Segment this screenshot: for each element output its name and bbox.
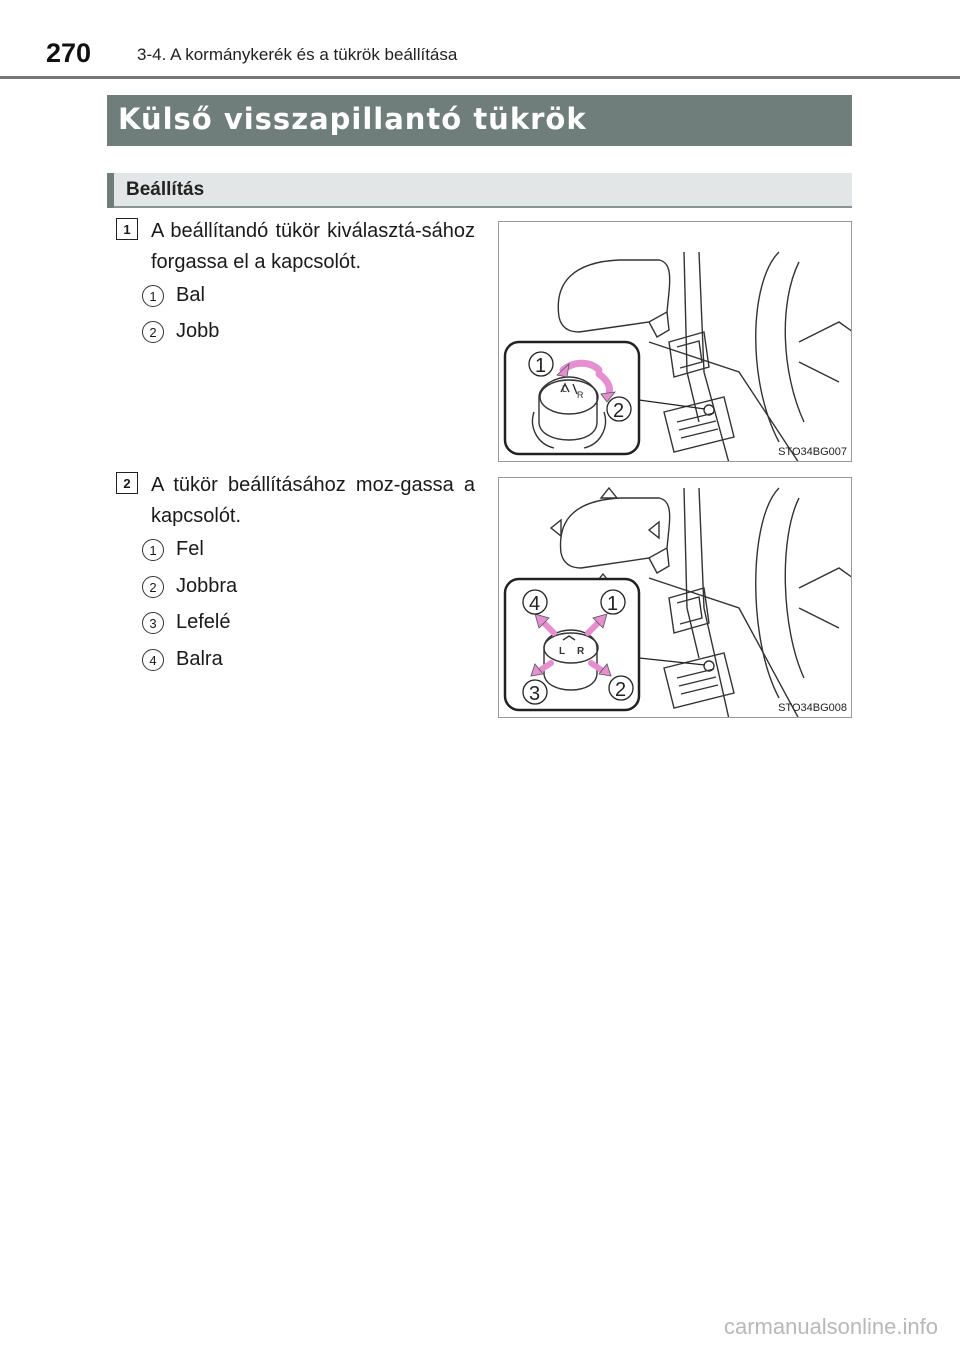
svg-text:2: 2	[613, 400, 624, 422]
figure-code: STO34BG007	[778, 446, 847, 458]
item-number-circle: 2	[142, 576, 164, 598]
svg-text:L: L	[562, 384, 567, 394]
item-number-circle: 3	[142, 612, 164, 634]
item-label: Balra	[176, 648, 223, 670]
svg-text:2: 2	[615, 679, 626, 701]
svg-text:3: 3	[529, 683, 540, 705]
svg-text:R: R	[577, 390, 584, 400]
step-1-badge: 1	[116, 218, 138, 240]
item-label: Bal	[176, 284, 205, 306]
header-rule	[0, 76, 960, 79]
mirror-select-illustration: L R 1 2	[503, 251, 851, 461]
svg-text:R: R	[577, 646, 585, 657]
item-number-circle: 2	[142, 321, 164, 343]
item-number-circle: 4	[142, 649, 164, 671]
subheading: Beállítás	[107, 173, 852, 208]
page-number: 270	[46, 38, 92, 68]
step-2-badge: 2	[116, 472, 138, 494]
svg-text:4: 4	[529, 593, 540, 615]
svg-text:L: L	[559, 646, 565, 657]
page-title: Külső visszapillantó tükrök	[118, 102, 587, 136]
step-1-text: A beállítandó tükör kiválasztá-sához for…	[151, 220, 475, 273]
item-label: Fel	[176, 538, 204, 560]
mirror-adjust-illustration: L R 4 1 3 2	[503, 486, 851, 717]
item-number-circle: 1	[142, 539, 164, 561]
item-number-circle: 1	[142, 285, 164, 307]
svg-text:1: 1	[535, 355, 546, 377]
figure-code: STO34BG008	[778, 702, 847, 714]
figure-mirror-adjust: L R 4 1 3 2 STO34BG008	[498, 477, 852, 718]
item-label: Jobb	[176, 320, 220, 342]
subheading-label: Beállítás	[126, 179, 205, 200]
title-bar: Külső visszapillantó tükrök	[107, 95, 852, 146]
watermark-link[interactable]: carmanualsonline.info	[723, 1314, 938, 1339]
item-label: Lefelé	[176, 611, 231, 633]
item-label: Jobbra	[176, 575, 238, 597]
section-title: 3-4. A kormánykerék és a tükrök beállítá…	[137, 45, 458, 64]
figure-mirror-select: L R 1 2 STO34BG007	[498, 221, 852, 462]
subheading-accent	[107, 173, 114, 208]
svg-text:1: 1	[607, 593, 618, 615]
step-2-text: A tükör beállításához moz-gassa a kapcso…	[151, 474, 475, 527]
